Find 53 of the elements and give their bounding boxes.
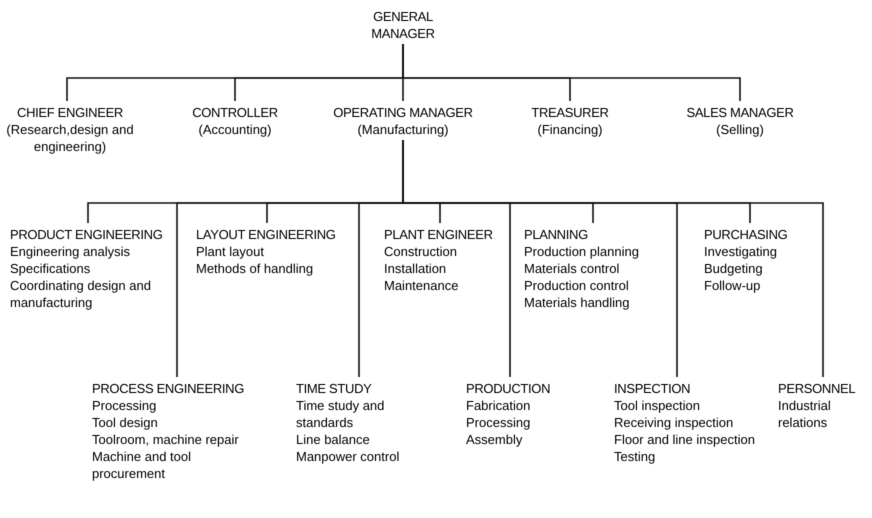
role-duty: Installation	[384, 260, 448, 277]
role-duty: (Accounting)	[198, 121, 272, 138]
role-duty: Follow-up	[704, 277, 762, 294]
role-title: GENERAL MANAGER	[370, 8, 436, 42]
role-title: PLANNING	[524, 226, 589, 243]
role-title: TIME STUDY	[296, 380, 372, 397]
role-duty: Industrial relations	[778, 397, 832, 431]
role-duty: Coordinating design and manufacturing	[10, 277, 152, 311]
role-duty: Maintenance	[384, 277, 460, 294]
role-duty: Line balance	[296, 431, 371, 448]
role-duty: Construction	[384, 243, 458, 260]
role-title: INSPECTION	[614, 380, 692, 397]
role-duty: (Financing)	[536, 121, 604, 138]
role-duty: Receiving inspection	[614, 414, 734, 431]
connector-line	[402, 140, 824, 377]
role-title: OPERATING MANAGER	[332, 104, 474, 121]
role-title: PERSONNEL	[778, 380, 856, 397]
role-duty: Methods of handling	[196, 260, 314, 277]
role-title: PLANT ENGINEER	[384, 226, 494, 243]
role-duty: Processing	[466, 414, 532, 431]
role-duty: Machine and tool procurement	[92, 448, 192, 482]
role-duty: Specifications	[10, 260, 92, 277]
role-duty: (Manufacturing)	[356, 121, 450, 138]
role-duty: Testing	[614, 448, 656, 465]
role-title: TREASURER	[530, 104, 610, 121]
role-title: PRODUCT ENGINEERING	[10, 226, 164, 243]
role-duty: Engineering analysis	[10, 243, 131, 260]
role-duty: Time study and standards	[296, 397, 386, 431]
role-duty: Manpower control	[296, 448, 400, 465]
role-title: SALES MANAGER	[685, 104, 795, 121]
role-duty: Budgeting	[704, 260, 764, 277]
role-duty: Production control	[524, 277, 630, 294]
role-duty: Assembly	[466, 431, 524, 448]
role-duty: Production planning	[524, 243, 640, 260]
role-title: PURCHASING	[704, 226, 788, 243]
role-duty: Materials control	[524, 260, 620, 277]
role-duty: Investigating	[704, 243, 778, 260]
role-title: PRODUCTION	[466, 380, 552, 397]
connector-line	[402, 44, 741, 101]
role-duty: Tool design	[92, 414, 159, 431]
role-duty: (Selling)	[715, 121, 765, 138]
role-duty: Floor and line inspection	[614, 431, 756, 448]
role-duty: Materials handling	[524, 294, 631, 311]
role-duty: Tool inspection	[614, 397, 701, 414]
role-title: CHIEF ENGINEER	[16, 104, 124, 121]
role-title: LAYOUT ENGINEERING	[196, 226, 337, 243]
role-duty: Plant layout	[196, 243, 265, 260]
role-duty: Processing	[92, 397, 158, 414]
role-duty: (Research,design and engineering)	[5, 121, 135, 155]
role-title: PROCESS ENGINEERING	[92, 380, 246, 397]
role-duty: Toolroom, machine repair	[92, 431, 240, 448]
role-duty: Fabrication	[466, 397, 532, 414]
role-title: CONTROLLER	[191, 104, 279, 121]
